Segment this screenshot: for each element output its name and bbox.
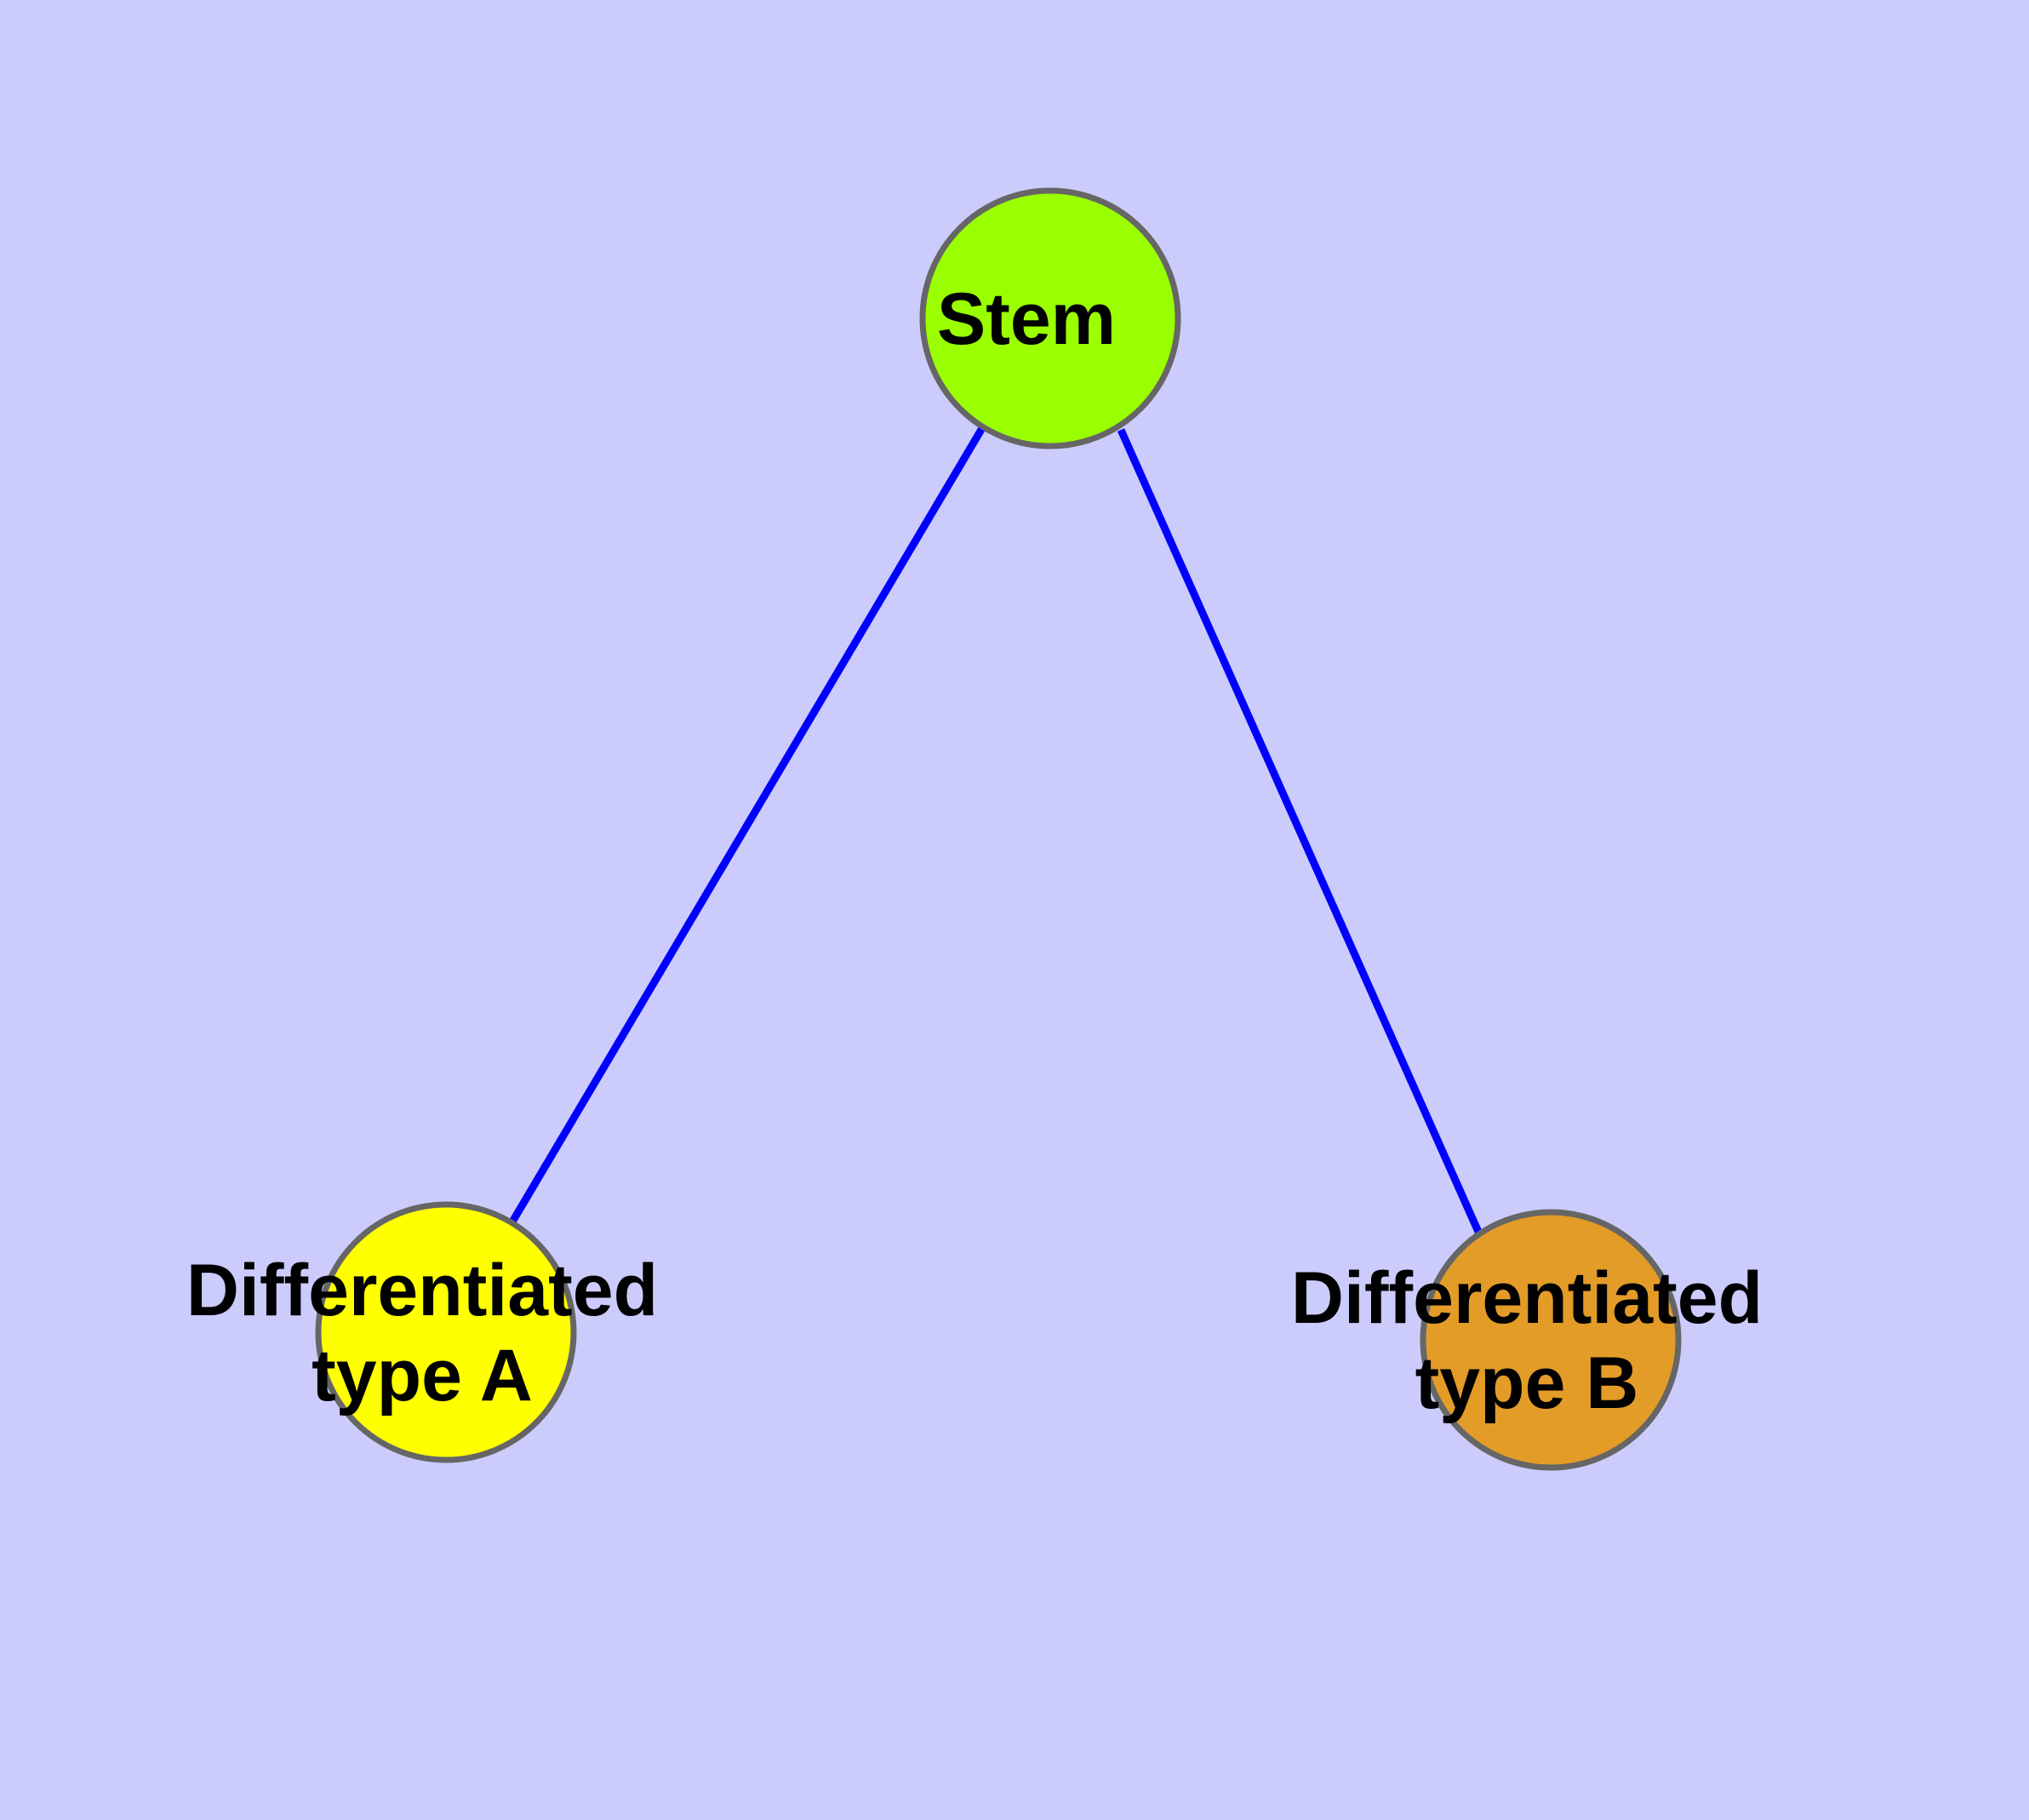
edge-stem-to-differentiated-type-a[interactable]: [508, 426, 986, 1226]
node-layer: [315, 187, 1682, 1471]
node-stem-label: Stem: [937, 278, 1116, 360]
node-differentiated-type-b-circle[interactable]: [1420, 1209, 1682, 1471]
node-differentiated-type-a-circle[interactable]: [315, 1201, 577, 1463]
node-stem-circle[interactable]: [919, 187, 1181, 449]
node-differentiated-type-b[interactable]: [1420, 1209, 1682, 1471]
edge-layer: [508, 426, 1483, 1233]
edge-stem-to-differentiated-type-b[interactable]: [1117, 428, 1483, 1233]
node-differentiated-type-a[interactable]: [315, 1201, 577, 1463]
node-stem[interactable]: [919, 187, 1181, 449]
